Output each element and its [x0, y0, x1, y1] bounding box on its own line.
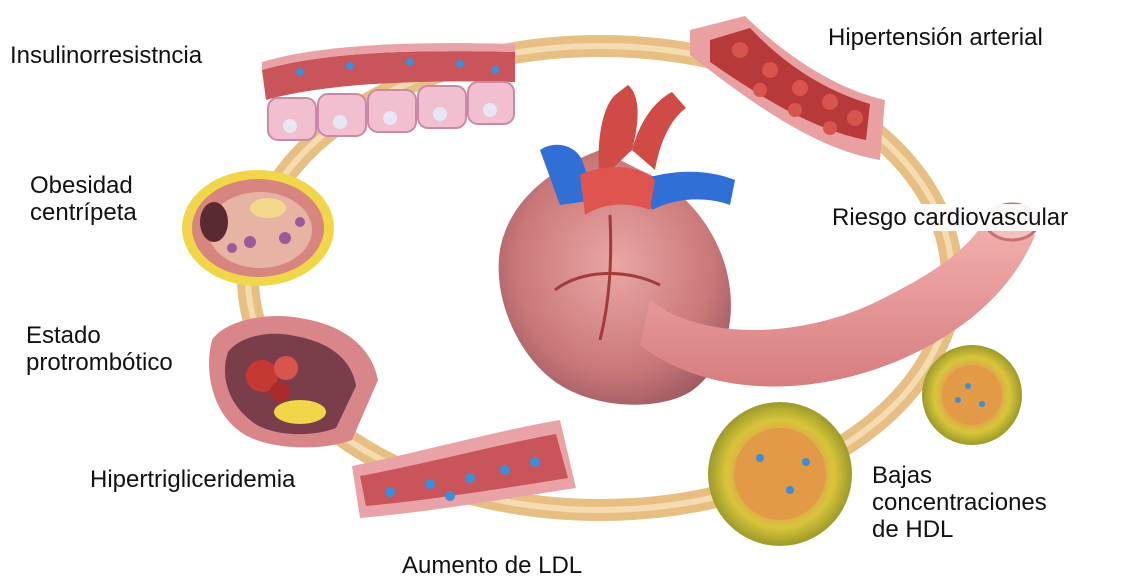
- insulin-resistance-figure: [262, 43, 515, 140]
- label-hypertriglyceridemia: Hipertrigliceridemia: [88, 466, 297, 493]
- label-low-hdl: Bajas concentraciones de HDL: [870, 462, 1049, 543]
- label-ldl: Aumento de LDL: [400, 552, 584, 579]
- label-prothrombotic: Estado protrombótico: [24, 322, 175, 376]
- label-cardiovascular-risk: Riesgo cardiovascular: [830, 204, 1070, 231]
- obesity-figure: [182, 170, 334, 286]
- label-hypertension: Hipertensión arterial: [826, 24, 1045, 51]
- label-insulin-resistance: Insulinorresistncia: [8, 42, 204, 69]
- prothrombotic-figure: [209, 316, 378, 447]
- label-obesity: Obesidad centrípeta: [28, 172, 139, 226]
